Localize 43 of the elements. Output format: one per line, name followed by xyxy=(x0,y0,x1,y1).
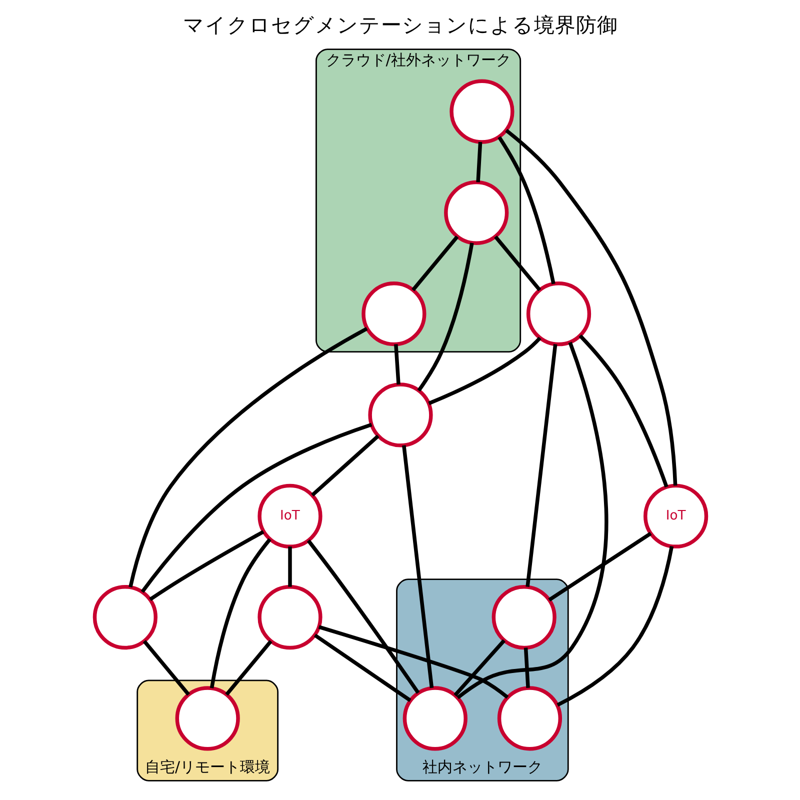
node-circle xyxy=(361,282,426,346)
connector xyxy=(318,625,508,699)
connector xyxy=(416,242,474,392)
connector xyxy=(453,639,506,696)
connector xyxy=(224,640,272,696)
connector xyxy=(556,546,674,707)
connector xyxy=(128,327,368,588)
node-circle xyxy=(491,584,556,650)
connector xyxy=(548,532,652,602)
connector xyxy=(310,434,379,497)
connector xyxy=(476,142,482,182)
node-circle: IoT xyxy=(643,484,708,548)
connector xyxy=(402,445,434,688)
diagram-title: マイクロセグメンテーションによる境界防御 xyxy=(182,13,618,38)
connector xyxy=(456,342,608,700)
connector xyxy=(288,546,292,587)
connector xyxy=(209,538,271,688)
connector xyxy=(525,344,557,587)
connector xyxy=(494,235,541,292)
node-circle xyxy=(368,382,432,448)
connector xyxy=(140,422,372,593)
connector xyxy=(411,235,458,292)
node-circle xyxy=(449,79,514,144)
connector xyxy=(148,530,264,601)
cluster: 社内ネットワーク xyxy=(396,578,568,782)
node-circle xyxy=(496,686,562,751)
connector xyxy=(313,634,411,702)
cluster: 自宅/リモート環境 xyxy=(136,680,278,782)
connector xyxy=(306,539,420,694)
node-circle xyxy=(526,282,591,346)
node-circle xyxy=(174,686,240,751)
node-circle xyxy=(402,686,467,751)
connector xyxy=(428,336,541,406)
node-circle: IoT xyxy=(257,484,322,548)
connector xyxy=(504,128,677,486)
node-circle xyxy=(257,584,322,650)
cluster: クラウド/社外ネットワーク xyxy=(315,48,521,352)
node-circle xyxy=(444,180,508,246)
connector xyxy=(578,334,668,488)
connector xyxy=(394,344,400,385)
connector xyxy=(523,648,530,688)
connector xyxy=(497,136,555,284)
node-circle xyxy=(92,584,157,650)
